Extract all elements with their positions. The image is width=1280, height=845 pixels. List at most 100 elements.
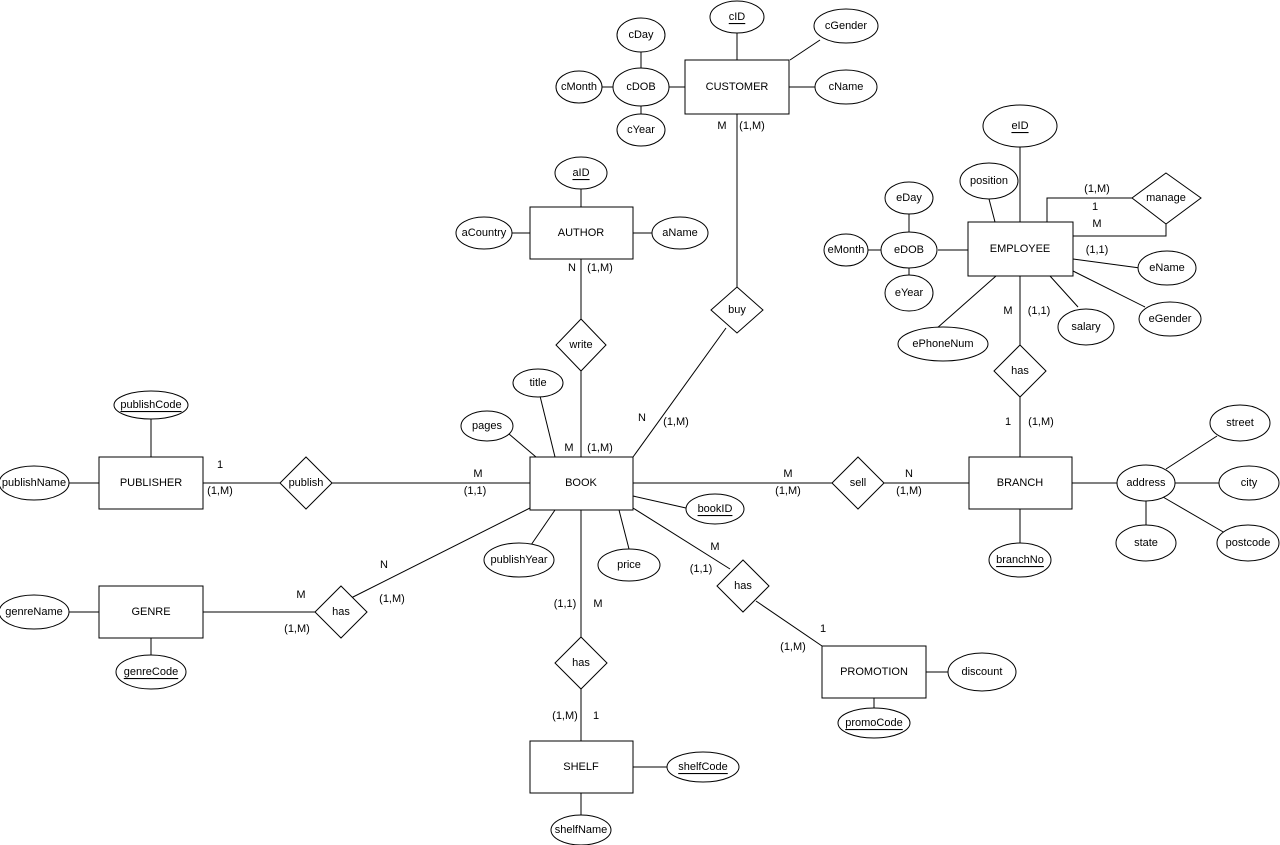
entity-promotion[interactable]: PROMOTION [821,645,927,699]
cardinality-label: M [783,468,792,480]
relationship-sell[interactable]: sell [831,456,885,510]
attribute-eid[interactable]: eID [982,104,1058,148]
line-employee-salary [1049,275,1079,308]
attribute-ename[interactable]: eName [1137,250,1197,286]
attribute-label: discount [962,666,1003,678]
attribute-cmonth[interactable]: cMonth [555,70,603,104]
entity-publisher[interactable]: PUBLISHER [98,456,204,510]
entity-genre[interactable]: GENRE [98,585,204,639]
attribute-label: branchNo [996,554,1044,566]
attribute-edob[interactable]: eDOB [880,231,938,269]
cardinality-label: (1,1) [690,563,713,575]
entity-label: SHELF [563,761,599,773]
entity-book[interactable]: BOOK [529,456,634,511]
line-book-promo-has [632,507,731,570]
attribute-promocode[interactable]: promoCode [837,707,911,739]
attribute-label: eMonth [828,244,865,256]
attribute-cname[interactable]: cName [814,69,878,105]
attribute-address[interactable]: address [1116,464,1176,502]
attribute-discount[interactable]: discount [947,652,1017,692]
cardinality-label: 1 [820,623,826,635]
attribute-title[interactable]: title [512,368,564,398]
attribute-pages[interactable]: pages [460,410,514,442]
cardinality-label: (1,M) [896,485,922,497]
line-address-postcode [1162,496,1226,534]
entity-author[interactable]: AUTHOR [529,206,634,260]
relationship-book-shelf-has[interactable]: has [554,636,608,690]
attribute-genrecode[interactable]: genreCode [115,654,187,690]
attribute-label: shelfCode [678,761,728,773]
entity-label: PROMOTION [840,666,908,678]
attribute-publishname[interactable]: publishName [0,465,70,501]
cardinality-label: (1,M) [663,416,689,428]
attribute-label: city [1241,477,1258,489]
attribute-state[interactable]: state [1115,524,1177,562]
relationship-publish[interactable]: publish [279,456,333,510]
relationship-book-promotion-has[interactable]: has [716,559,770,613]
attribute-aid[interactable]: aID [554,156,608,190]
cardinality-label: (1,M) [780,641,806,653]
attribute-bookid[interactable]: bookID [685,493,745,525]
cardinality-label: (1,M) [1028,416,1054,428]
relationship-employee-branch-has[interactable]: has [993,344,1047,398]
attribute-cyear[interactable]: cYear [616,113,666,147]
cardinality-label: 1 [1005,416,1011,428]
attribute-cgender[interactable]: cGender [813,8,879,44]
attribute-cid[interactable]: cID [709,0,765,34]
attribute-shelfname[interactable]: shelfName [550,814,612,845]
relationship-book-genre-has[interactable]: has [314,585,368,639]
entity-customer[interactable]: CUSTOMER [684,59,790,115]
attribute-postcode[interactable]: postcode [1216,524,1280,562]
relationship-write[interactable]: write [555,318,607,372]
relationship-manage[interactable]: manage [1131,172,1202,225]
line-book-price [618,509,630,550]
attribute-label: title [529,377,546,389]
attribute-label: eID [1011,120,1028,132]
attribute-label: price [617,559,641,571]
cardinality-label: (1,1) [554,598,577,610]
entity-label: PUBLISHER [120,477,182,489]
attribute-aname[interactable]: aName [651,216,709,250]
attribute-eyear[interactable]: eYear [884,274,934,312]
attribute-genrename[interactable]: genreName [0,594,70,630]
cardinality-label: M [473,468,482,480]
attribute-cdob[interactable]: cDOB [612,67,670,107]
connector-lines [69,33,1226,815]
attribute-eday[interactable]: eDay [884,181,934,215]
attribute-publishyear[interactable]: publishYear [483,542,555,578]
line-book-publishyear [530,509,556,546]
relationship-buy[interactable]: buy [710,286,764,334]
attribute-shelfcode[interactable]: shelfCode [666,751,740,783]
attribute-label: shelfName [555,824,608,836]
relationship-label: has [1011,365,1029,377]
relationship-label: has [572,657,590,669]
cardinality-label: (1,M) [1084,183,1110,195]
relationship-label: buy [728,304,746,316]
cardinality-label: M [717,120,726,132]
attribute-price[interactable]: price [597,548,661,582]
line-employee-ephonenum [935,275,997,330]
entity-shelf[interactable]: SHELF [529,740,634,794]
attribute-street[interactable]: street [1209,404,1271,442]
attribute-acountry[interactable]: aCountry [455,216,513,250]
entity-label: BRANCH [997,477,1044,489]
cardinality-label: M [296,589,305,601]
cardinality-label: 1 [593,710,599,722]
attribute-city[interactable]: city [1218,465,1280,501]
cardinality-label: (1,M) [587,262,613,274]
entity-employee[interactable]: EMPLOYEE [967,221,1074,277]
entity-branch[interactable]: BRANCH [968,456,1073,510]
attribute-salary[interactable]: salary [1057,308,1115,346]
attribute-egender[interactable]: eGender [1138,301,1202,337]
attribute-publishcode[interactable]: publishCode [113,390,189,420]
attribute-ephonenum[interactable]: ePhoneNum [897,326,989,362]
cardinality-label: (1,M) [379,593,405,605]
attribute-position[interactable]: position [959,162,1019,200]
attribute-label: salary [1071,321,1101,333]
attribute-cday[interactable]: cDay [616,17,666,53]
attribute-emonth[interactable]: eMonth [823,233,869,267]
cardinality-label: (1,1) [1028,305,1051,317]
attribute-branchno[interactable]: branchNo [988,542,1052,578]
